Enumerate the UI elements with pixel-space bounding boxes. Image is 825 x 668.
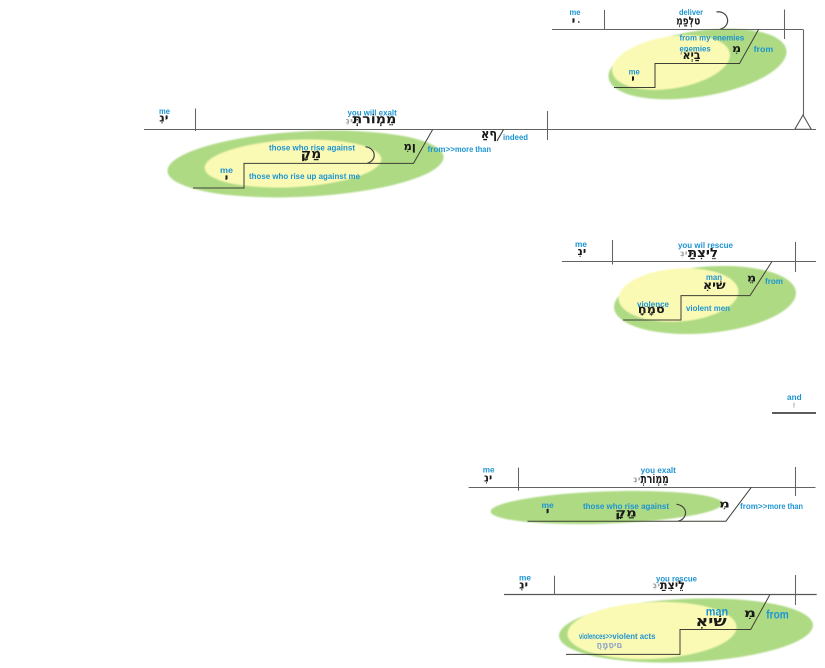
svg-text:me: me [519,573,531,583]
svg-text:enemies: enemies [680,43,711,53]
svg-text:those who rise up against me: those who rise up against me [249,171,360,181]
svg-text:those who rise against: those who rise against [583,501,669,511]
svg-text:from: from [766,608,789,622]
svg-text:you exalt: you exalt [641,465,676,475]
svg-text:from: from [754,44,774,54]
svg-text:deliver: deliver [679,7,704,17]
svg-text:me: me [570,7,581,17]
svg-text:from>>: from>> [428,144,456,154]
svg-text:from: from [765,276,783,286]
svg-text:me: me [159,106,170,116]
svg-text:you rescue: you rescue [656,574,697,584]
svg-text:me: me [542,500,555,510]
svg-text:violent men: violent men [686,303,730,313]
svg-text:from my enemies: from my enemies [680,32,745,42]
svg-text:me: me [575,239,587,249]
svg-text:me: me [629,66,640,76]
svg-text:and: and [787,392,802,402]
svg-text:man: man [706,272,722,282]
svg-text:violence: violence [637,299,669,309]
svg-text:me: me [220,165,233,175]
svg-text:you wil rescue: you wil rescue [678,240,733,250]
svg-text:more than: more than [455,144,491,154]
svg-text:man: man [706,605,728,619]
svg-text:violent acts: violent acts [612,631,655,641]
svg-text:you will exalt: you will exalt [348,108,397,118]
svg-text:indeed: indeed [503,132,528,142]
svg-text:me: me [483,465,495,475]
svg-text:more than: more than [768,501,804,511]
svg-text:from>>: from>> [740,501,768,511]
svg-text:those who rise against: those who rise against [269,143,355,153]
svg-text:violences>>: violences>> [579,631,612,641]
